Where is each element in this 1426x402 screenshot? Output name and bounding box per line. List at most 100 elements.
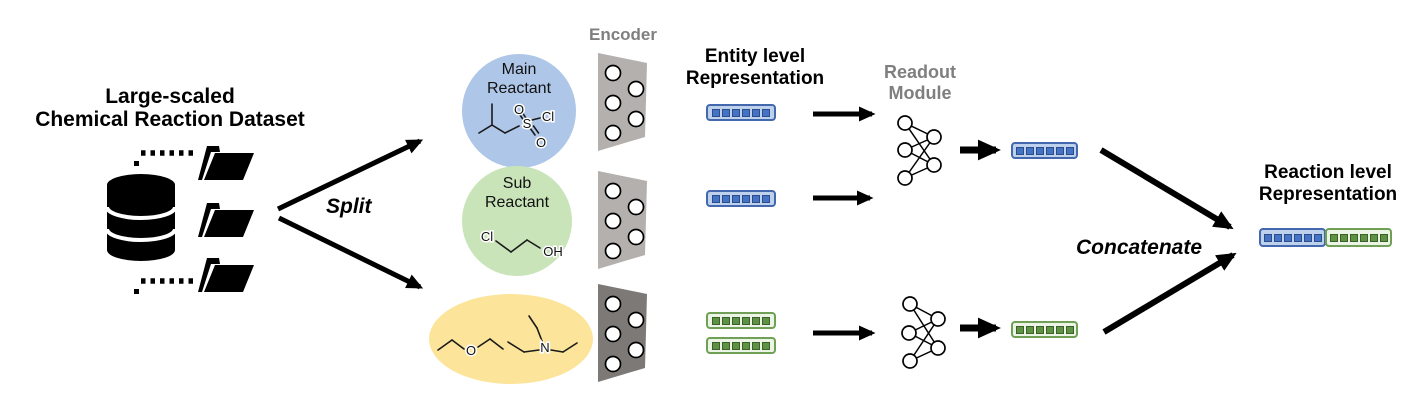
vector-segment [762,194,770,203]
vector-segment [712,108,720,117]
vector-segment [1055,325,1064,334]
sub-reactant-label-line1: Sub [502,175,532,192]
vector-segment [742,194,750,203]
readout-network-top [897,115,942,186]
vector-segment [762,316,770,325]
vector-segment [732,341,740,350]
vector-segment [1293,233,1302,242]
vector-segment [732,108,740,117]
vector-segment [742,316,750,325]
split-arrow-bottom [277,215,424,290]
atom-label: Cl [481,229,493,244]
arrow-blue-to-concat [1099,147,1234,230]
entity-vector-reagent-1 [706,312,776,329]
vector-segment [722,108,730,117]
main-reactant-label-line1: Main [501,61,537,78]
arrow-green-to-concat [1102,252,1237,335]
folder-icon-middle [198,203,254,237]
dataset-title: Large-scaled Chemical Reaction Dataset [0,85,340,131]
concatenate-label: Concatenate [1076,236,1203,259]
vector-segment [1065,325,1074,334]
vector-segment [1263,233,1272,242]
readout-module-label: Readout Module [858,62,982,104]
dotted-line-bottom [134,278,197,294]
entity-vector-reagent-2 [706,337,776,354]
vector-segment [1339,233,1348,242]
vector-segment [722,194,730,203]
vector-segment [1359,233,1368,242]
atom-label: Cl [542,109,554,124]
folder-icon-bottom [198,258,254,292]
vector-segment [712,341,720,350]
vector-segment [1025,146,1034,155]
main-reactant-molecule: O S Cl O [478,101,556,152]
atom-label: OH [543,244,563,259]
dotted-line-top [134,150,197,166]
vector-segment [1379,233,1388,242]
vector-segment [752,108,760,117]
readout-vector-green [1011,321,1078,338]
vector-segment [1273,233,1282,242]
main-reactant-label: Main Reactant [462,60,576,98]
entity-level-label-line2: Representation [685,68,825,89]
main-reactant-label-line2: Reactant [486,80,552,97]
vector-segment [1025,325,1034,334]
readout-network-bottom [901,296,946,369]
vector-segment [1349,233,1358,242]
vector-segment [1045,146,1054,155]
atom-label: O [536,135,546,150]
encoder-icon-bottom [598,284,647,382]
dataset-title-line1: Large-scaled [105,85,235,108]
readout-vector-blue [1011,142,1078,159]
vector-segment [742,108,750,117]
vector-segment [1283,233,1292,242]
main-reactant-circle [462,54,576,168]
encoder-icon-middle [598,171,647,269]
folder-icon-top [198,146,254,180]
vector-segment [1369,233,1378,242]
reaction-level-label-line1: Reaction level [1264,162,1392,183]
vector-segment [1313,233,1322,242]
vector-segment [1329,233,1338,242]
entity-level-label-line1: Entity level [704,46,806,67]
encoder-label: Encoder [588,25,658,44]
atom-label: O [514,102,524,117]
readout-module-label-line2: Module [888,83,952,103]
vector-segment [1303,233,1312,242]
vector-segment [1065,146,1074,155]
sub-reactant-circle [462,166,572,276]
atom-label: O [466,343,476,358]
atom-label: S [523,116,532,131]
split-arrow-top [276,138,424,212]
vector-segment [722,341,730,350]
reagent-molecules: O N [437,315,578,360]
database-icon [105,174,177,261]
vector-segment [762,108,770,117]
vector-segment [732,316,740,325]
vector-segment [1035,325,1044,334]
dataset-title-line2: Chemical Reaction Dataset [35,108,305,131]
reaction-level-label-line2: Representation [1258,184,1398,205]
vector-segment [752,316,760,325]
reaction-level-label: Reaction level Representation [1240,162,1416,206]
split-label: Split [326,195,372,218]
entity-vector-sub [706,190,776,207]
vector-segment [1015,146,1024,155]
vector-segment [1035,146,1044,155]
vector-segment [732,194,740,203]
vector-segment [742,341,750,350]
vector-segment [762,341,770,350]
vector-segment [712,316,720,325]
encoder-icon-top [598,53,647,151]
sub-reactant-label-line2: Reactant [484,194,550,211]
vector-segment [752,194,760,203]
readout-module-label-line1: Readout [884,62,956,82]
reaction-vector-blue-half [1259,228,1326,247]
vector-segment [752,341,760,350]
entity-vector-main [706,104,776,121]
sub-reactant-label: Sub Reactant [462,174,572,212]
vector-segment [722,316,730,325]
reagent-ellipse [429,294,593,384]
